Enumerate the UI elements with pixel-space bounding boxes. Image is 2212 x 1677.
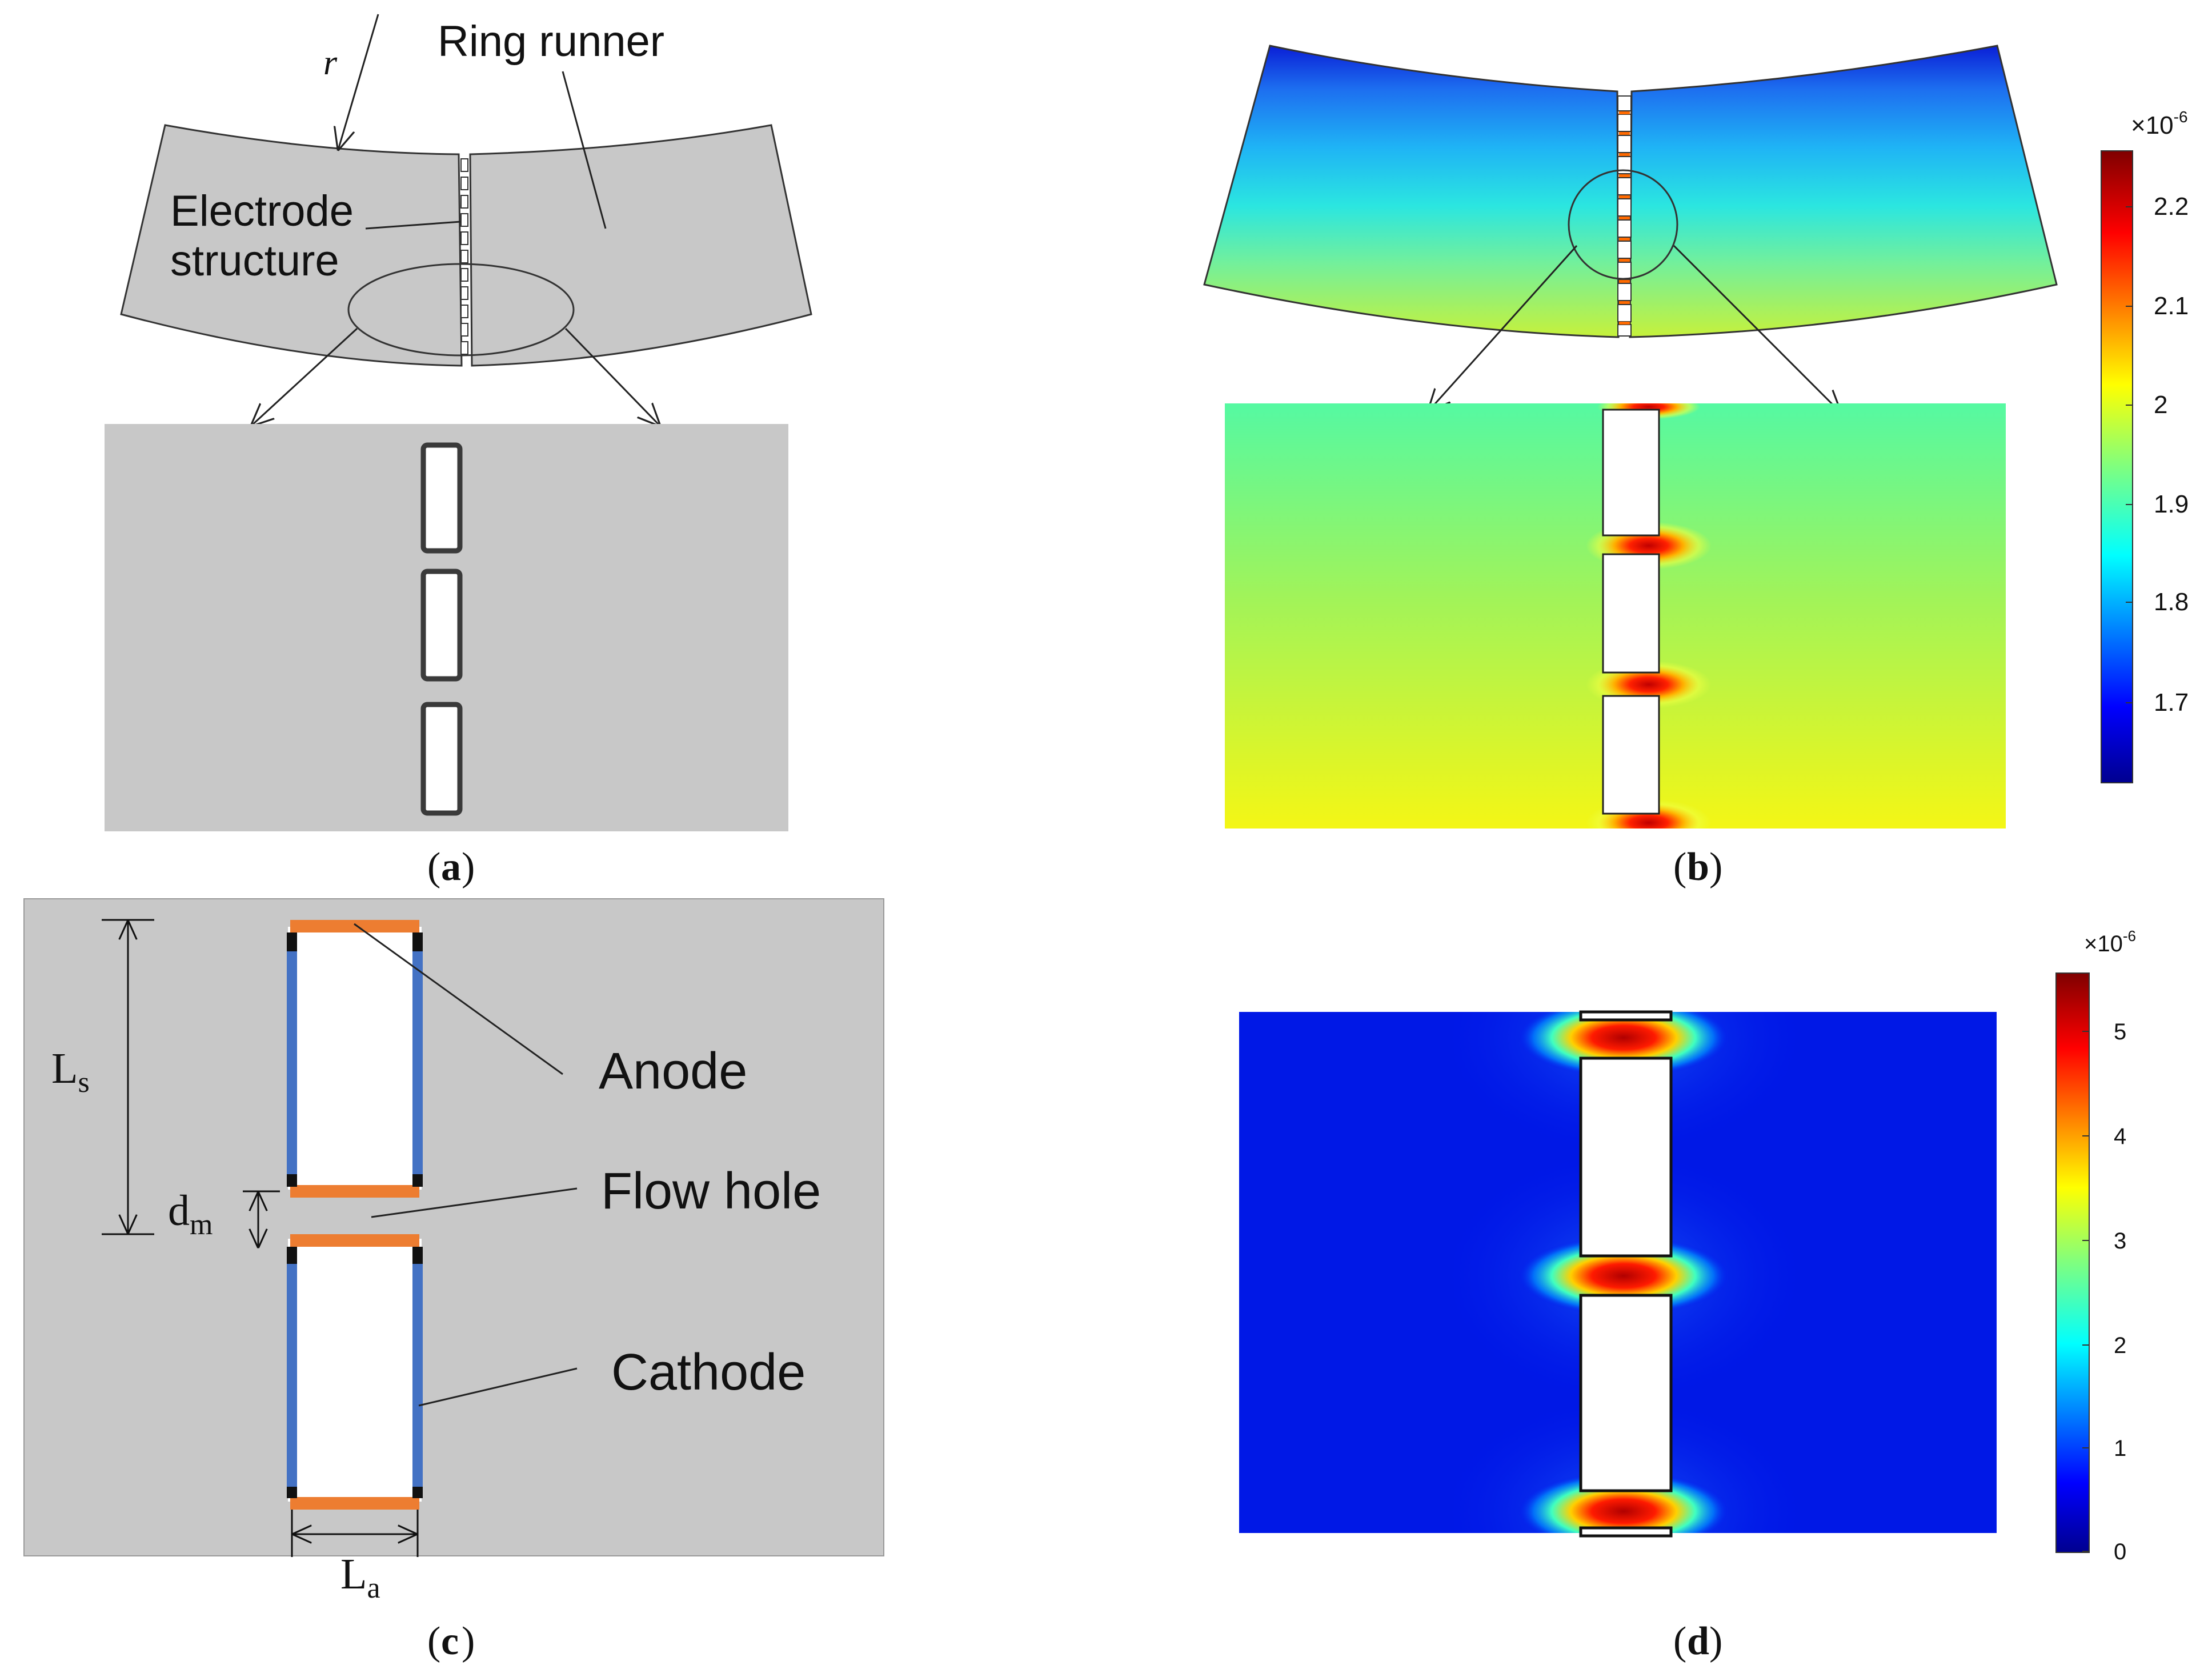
zoom-arrow-left-b <box>1428 245 1578 411</box>
cell-upper-interior <box>288 927 422 1190</box>
svg-text:): ) <box>462 845 475 889</box>
zoomed-slots-a <box>420 442 463 816</box>
electrode-slots-small-b <box>1617 95 1632 337</box>
colorbar-b-labels: 2.2 2.1 2 1.9 1.8 1.7 <box>2154 193 2189 717</box>
colorbar-d <box>2055 972 2090 1553</box>
svg-text:1: 1 <box>2114 1436 2126 1461</box>
cathode-leader <box>418 1367 578 1407</box>
svg-text:d: d <box>1687 1619 1709 1663</box>
gray-region-c <box>23 898 884 1556</box>
svg-text:1.9: 1.9 <box>2154 490 2189 518</box>
dm-label: dm <box>168 1187 213 1241</box>
panel-a-caption: ( a ) <box>427 845 475 889</box>
flow-hole-leader <box>371 1187 578 1218</box>
field-d-slots <box>1579 1010 1673 1538</box>
electrode-leader <box>365 221 461 230</box>
radius-symbol: r <box>323 43 338 82</box>
cathode-upper-left <box>287 951 297 1174</box>
anode-upper-bottom <box>290 1185 419 1198</box>
svg-text:b: b <box>1687 845 1709 889</box>
svg-text:2.2: 2.2 <box>2154 193 2189 221</box>
svg-text:2.1: 2.1 <box>2154 292 2189 320</box>
svg-text:): ) <box>1709 1619 1722 1663</box>
colorbar-d-labels: 5 4 3 2 1 0 <box>2114 1019 2126 1564</box>
panel-c: Ls dm La Anode Flow hole Cathode ( c ) <box>23 898 884 1663</box>
zoomed-slots-b <box>1602 409 1660 815</box>
svg-text:3: 3 <box>2114 1228 2126 1254</box>
panel-d: ×10-6 5 4 3 2 1 0 ( d ) <box>1239 927 2136 1663</box>
cathode-upper-right <box>412 951 423 1174</box>
colorbar-b-multiplier: ×10-6 <box>2131 108 2188 139</box>
svg-text:): ) <box>462 1619 475 1663</box>
insulator-corners-lower <box>287 1247 423 1498</box>
zoom-arrow-right-b <box>1673 245 1841 413</box>
anode-lower-top <box>290 1234 419 1247</box>
zoom-circle-b <box>1568 169 1678 280</box>
ring-runner-left-field <box>1203 45 1620 338</box>
colorbar-b <box>2101 150 2133 783</box>
ls-label: Ls <box>51 1044 90 1099</box>
electrode-label-line2: structure <box>170 237 339 285</box>
anode-lower-bottom <box>290 1497 419 1510</box>
la-label: La <box>340 1550 380 1604</box>
flow-hole-label: Flow hole <box>601 1163 821 1220</box>
svg-text:5: 5 <box>2114 1019 2126 1044</box>
svg-text:(: ( <box>1673 1619 1686 1663</box>
cathode-lower-left <box>287 1264 297 1487</box>
cathode-lower-right <box>412 1264 423 1487</box>
svg-text:): ) <box>1709 845 1722 889</box>
ring-runner-right-segment <box>469 124 812 367</box>
svg-text:1.7: 1.7 <box>2154 689 2189 717</box>
svg-text:1.8: 1.8 <box>2154 588 2189 616</box>
cell-lower-interior <box>288 1239 422 1502</box>
svg-text:2: 2 <box>2114 1333 2126 1358</box>
panel-c-caption: ( c ) <box>427 1619 475 1663</box>
svg-text:(: ( <box>427 1619 440 1663</box>
svg-text:(: ( <box>1673 845 1686 889</box>
colorbar-d-ticks <box>2082 1031 2089 1552</box>
anode-leader <box>354 923 563 1075</box>
zoom-arrow-left-a <box>251 327 358 426</box>
electrode-label-line1: Electrode <box>170 187 354 235</box>
svg-text:a: a <box>441 845 461 889</box>
radius-arrow <box>338 14 379 150</box>
field-d-hotspots <box>1435 1012 1812 1533</box>
anode-label: Anode <box>599 1043 747 1100</box>
panel-b: ×10-6 2.2 2.1 2 1.9 1.8 1.7 ( b ) <box>1203 45 2189 889</box>
zoom-ellipse-a <box>347 263 575 357</box>
svg-text:4: 4 <box>2114 1124 2126 1149</box>
svg-text:2: 2 <box>2154 391 2167 419</box>
insulator-corners-upper <box>287 932 423 1187</box>
anode-upper-top <box>290 920 419 932</box>
zoom-arrow-right-a <box>564 327 660 426</box>
ring-runner-leader <box>562 71 607 229</box>
svg-text:0: 0 <box>2114 1539 2126 1564</box>
panel-a: r Ring runner Electrode structure ( a ) <box>105 14 812 889</box>
svg-text:c: c <box>441 1619 459 1663</box>
ring-runner-left-segment <box>120 124 463 367</box>
cathode-label: Cathode <box>611 1344 806 1401</box>
ring-runner-right-field <box>1629 45 2058 338</box>
ring-runner-label: Ring runner <box>438 17 664 66</box>
svg-text:(: ( <box>427 845 440 889</box>
panel-d-caption: ( d ) <box>1673 1619 1722 1663</box>
panel-b-caption: ( b ) <box>1673 845 1722 889</box>
colorbar-b-ticks <box>2126 206 2133 703</box>
electrode-slots-small <box>460 158 468 355</box>
colorbar-d-multiplier: ×10-6 <box>2084 927 2136 956</box>
